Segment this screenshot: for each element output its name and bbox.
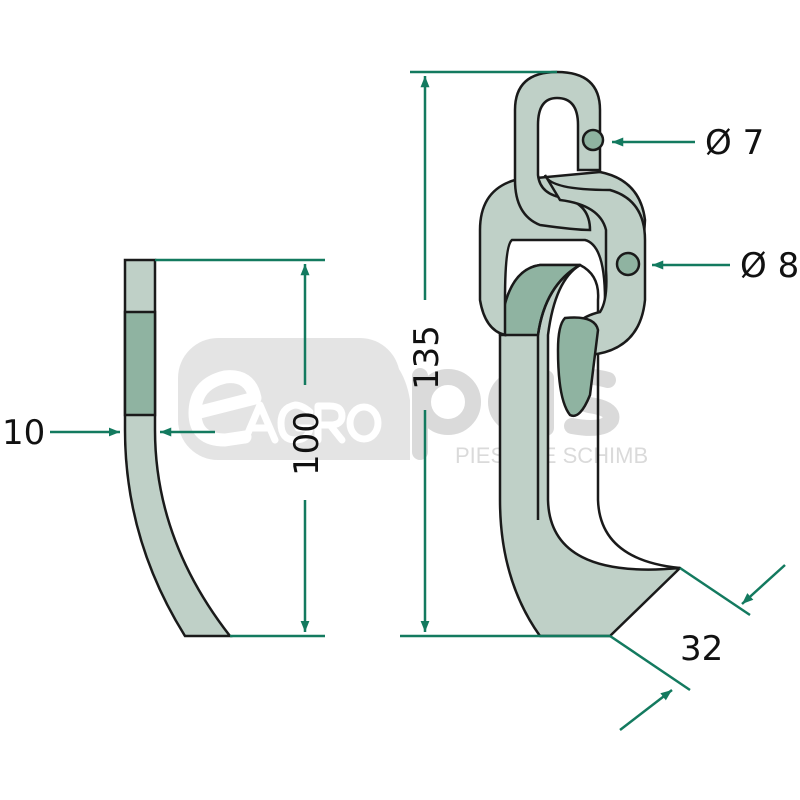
blade-width-label: 32 — [680, 629, 723, 669]
blade-front-view — [498, 263, 682, 638]
dimension-lines — [50, 70, 786, 731]
watermark-brand-lettering — [188, 370, 382, 447]
top-link-wire-section — [581, 128, 605, 152]
blade-side-view — [123, 258, 233, 638]
middle-link-diameter-label: Ø 8 — [740, 246, 799, 286]
watermark-tagline-lettering: PIESE DE SCHIMB — [455, 443, 648, 468]
top-link-diameter-label: Ø 7 — [705, 123, 764, 163]
thickness-label: 10 — [2, 413, 45, 453]
middle-link-wire-section — [615, 251, 641, 277]
blade-length-label: 100 — [287, 411, 327, 476]
total-length-label: 135 — [407, 325, 447, 390]
chain — [478, 70, 647, 418]
